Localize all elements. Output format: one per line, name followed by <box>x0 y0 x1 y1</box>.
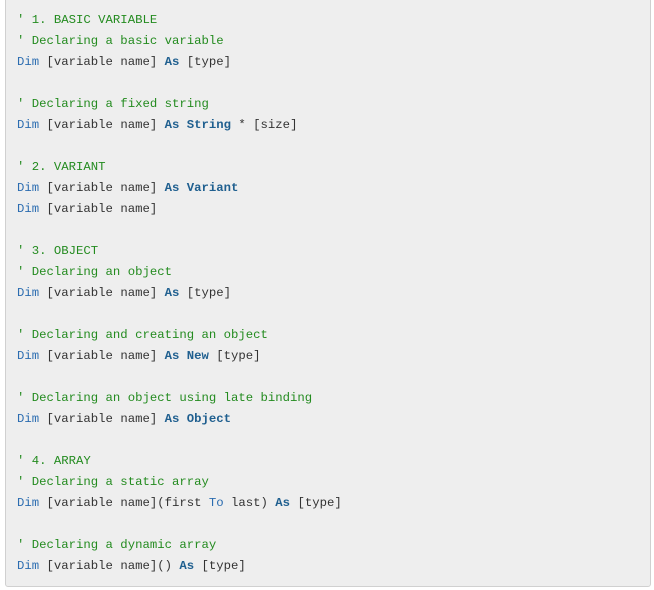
blank-line <box>17 73 650 94</box>
code-text <box>179 349 186 363</box>
code-text: [type] <box>290 496 342 510</box>
code-text: [variable name] <box>39 202 158 216</box>
code-line: ' Declaring a fixed string <box>17 94 650 115</box>
code-line: Dim [variable name](first To last) As [t… <box>17 493 650 514</box>
blank-line <box>17 514 650 535</box>
code-text: [type] <box>179 286 232 300</box>
code-comment: ' Declaring an object <box>17 265 172 279</box>
code-line: Dim [variable name] As New [type] <box>17 346 650 367</box>
code-comment: ' 4. ARRAY <box>17 454 91 468</box>
code-line: Dim [variable name] As Object <box>17 409 650 430</box>
code-block: ' 1. BASIC VARIABLE ' Declaring a basic v… <box>5 0 651 587</box>
code-text: [type] <box>208 349 261 363</box>
code-comment: ' Declaring a dynamic array <box>17 538 217 552</box>
code-keyword: Dim <box>17 181 40 195</box>
code-line: ' 1. BASIC VARIABLE <box>17 10 650 31</box>
code-text <box>179 412 186 426</box>
code-comment: ' Declaring a static array <box>17 475 209 489</box>
code-text: [variable name](first <box>39 496 209 510</box>
code-line: Dim [variable name] <box>17 199 650 220</box>
code-text: last) <box>223 496 276 510</box>
code-type-keyword: As <box>179 559 195 573</box>
code-keyword: Dim <box>17 559 40 573</box>
code-line: ' Declaring a dynamic array <box>17 535 650 556</box>
code-text: [variable name] <box>39 349 165 363</box>
code-line: Dim [variable name] As [type] <box>17 283 650 304</box>
code-line: ' 2. VARIANT <box>17 157 650 178</box>
code-line: ' Declaring and creating an object <box>17 325 650 346</box>
code-type-keyword: As <box>164 349 180 363</box>
code-line: ' Declaring an object using late binding <box>17 388 650 409</box>
code-text: [variable name] <box>39 55 165 69</box>
code-comment: ' 1. BASIC VARIABLE <box>17 13 158 27</box>
code-line: Dim [variable name]() As [type] <box>17 556 650 577</box>
code-comment: ' Declaring and creating an object <box>17 328 268 342</box>
code-text: * [size] <box>231 118 298 132</box>
code-keyword: Dim <box>17 202 40 216</box>
code-keyword: Dim <box>17 118 40 132</box>
code-line: Dim [variable name] As String * [size] <box>17 115 650 136</box>
code-keyword: Dim <box>17 55 40 69</box>
code-comment: ' Declaring an object using late binding <box>17 391 313 405</box>
code-comment: ' 2. VARIANT <box>17 160 106 174</box>
code-text: [type] <box>179 55 232 69</box>
code-keyword: Dim <box>17 496 40 510</box>
code-line: ' 3. OBJECT <box>17 241 650 262</box>
code-comment: ' Declaring a fixed string <box>17 97 209 111</box>
blank-line <box>17 304 650 325</box>
code-text: [variable name]() <box>39 559 180 573</box>
blank-line <box>17 220 650 241</box>
code-type-keyword: Object <box>186 412 232 426</box>
code-text: [variable name] <box>39 286 165 300</box>
code-text: [variable name] <box>39 181 165 195</box>
blank-line <box>17 367 650 388</box>
code-keyword: To <box>208 496 224 510</box>
code-keyword: Dim <box>17 412 40 426</box>
code-type-keyword: As <box>275 496 291 510</box>
code-type-keyword: As <box>164 181 180 195</box>
code-type-keyword: As <box>164 286 180 300</box>
code-comment: ' Declaring a basic variable <box>17 34 224 48</box>
code-type-keyword: As <box>164 412 180 426</box>
code-type-keyword: String <box>186 118 232 132</box>
blank-line <box>17 136 650 157</box>
code-keyword: Dim <box>17 349 40 363</box>
blank-line <box>17 430 650 451</box>
code-text <box>179 118 186 132</box>
code-line: ' Declaring a static array <box>17 472 650 493</box>
code-line: ' 4. ARRAY <box>17 451 650 472</box>
code-line: ' Declaring a basic variable <box>17 31 650 52</box>
code-text: [type] <box>194 559 246 573</box>
code-line: Dim [variable name] As [type] <box>17 52 650 73</box>
code-text: [variable name] <box>39 412 165 426</box>
code-text <box>179 181 186 195</box>
code-type-keyword: As <box>164 55 180 69</box>
code-line: ' Declaring an object <box>17 262 650 283</box>
code-type-keyword: As <box>164 118 180 132</box>
code-line: Dim [variable name] As Variant <box>17 178 650 199</box>
code-type-keyword: New <box>186 349 209 363</box>
code-keyword: Dim <box>17 286 40 300</box>
code-comment: ' 3. OBJECT <box>17 244 99 258</box>
code-type-keyword: Variant <box>186 181 239 195</box>
code-lines: ' 1. BASIC VARIABLE ' Declaring a basic v… <box>17 10 650 577</box>
code-text: [variable name] <box>39 118 165 132</box>
